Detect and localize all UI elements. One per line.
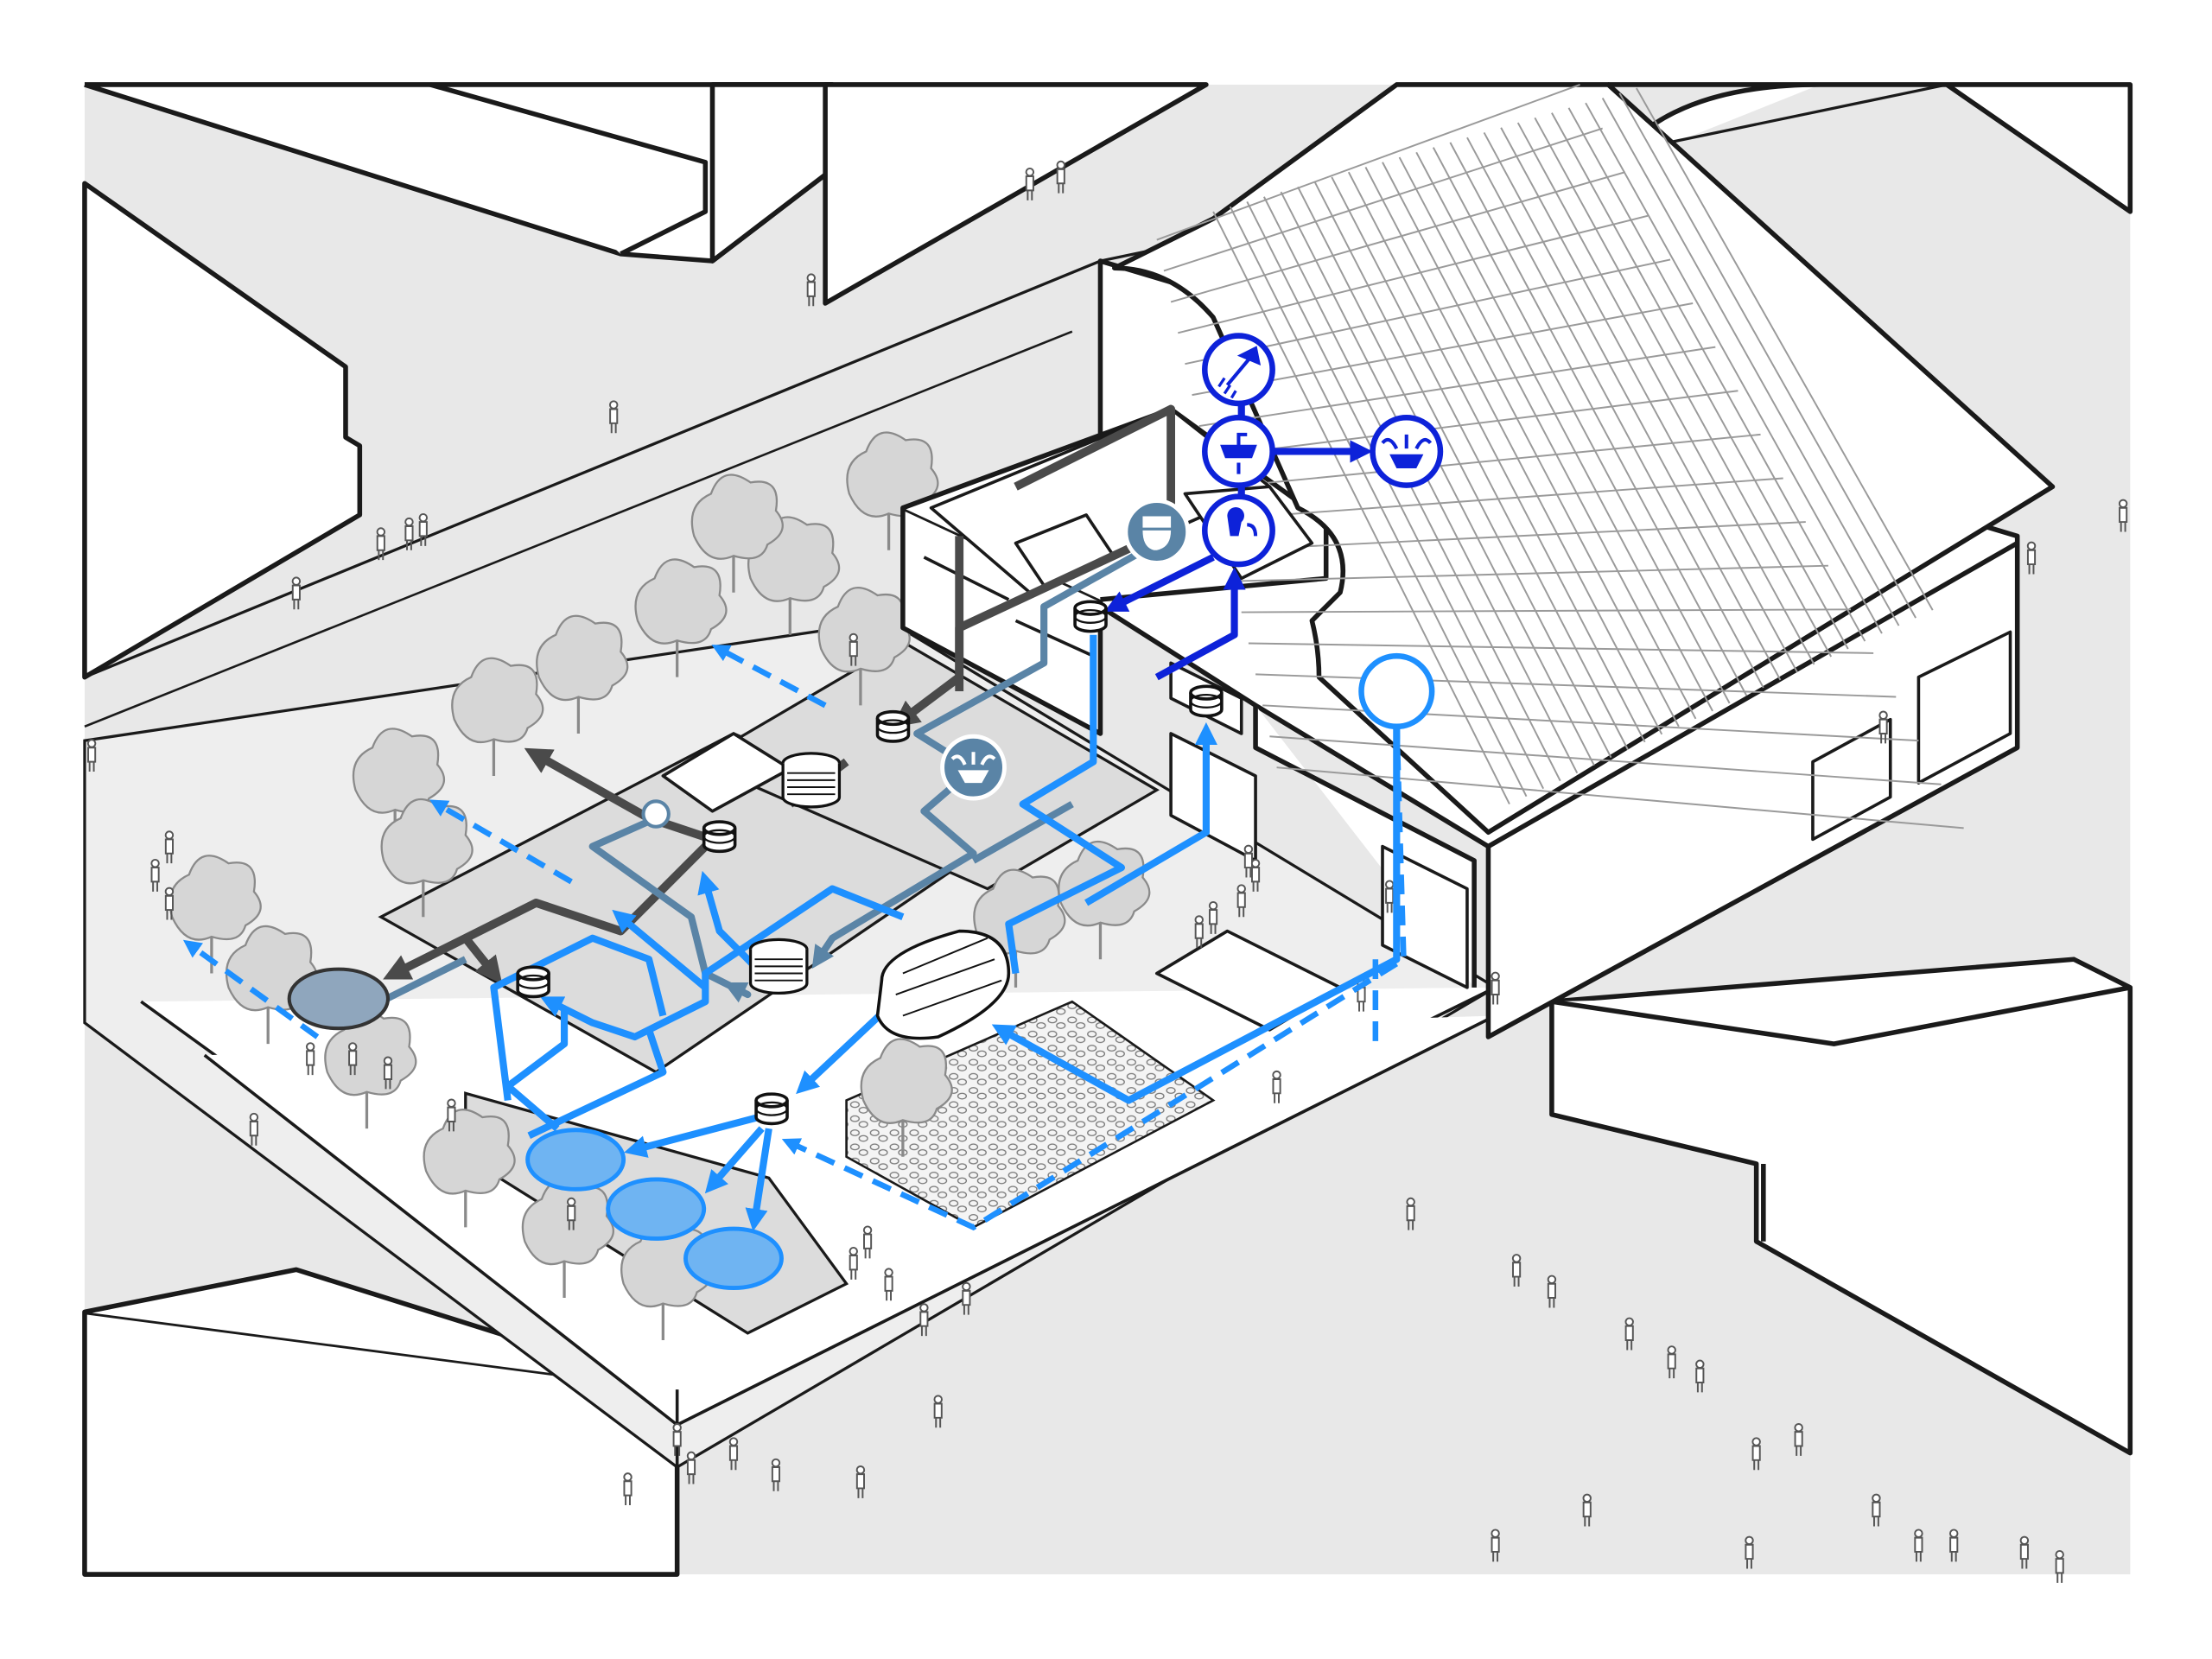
person-figure [1491,971,1500,1005]
person-figure [623,1472,632,1506]
person-figure [1949,1529,1959,1562]
tree [423,1109,516,1228]
person-figure [376,527,386,561]
person-figure [884,1268,893,1301]
person-figure [2026,541,2037,575]
person-figure [566,1197,576,1230]
tree [536,614,629,734]
person-figure [2019,1535,2030,1569]
person-figure [728,1437,739,1471]
person-figure [249,1112,259,1146]
tree [1058,841,1151,960]
person-figure [1878,710,1888,744]
person-figure [1695,1359,1705,1393]
person-figure [383,1056,393,1090]
person-figure [305,1042,315,1076]
sink-icon [1202,415,1275,488]
tree [168,855,262,974]
person-figure [1272,1070,1281,1103]
person-figure [1208,900,1218,934]
trees [168,431,1151,1341]
person-figure [1384,880,1395,913]
valve-tank-icon [516,965,550,999]
person-figure [1236,884,1246,918]
person-figure [771,1458,781,1491]
water-fountain-icon [940,734,1007,801]
person-figure [1406,1197,1415,1230]
tree [817,587,911,706]
pond-blue [606,1177,707,1241]
valve-tank-icon [1073,600,1108,633]
person-figure [1250,858,1261,892]
person-figure [164,887,175,920]
tree [634,558,728,677]
valve-tank-icon [702,820,737,854]
valve-tank-icon [1189,684,1224,718]
water-fountain-icon [1370,415,1444,488]
tree [860,1038,953,1157]
junction-node [641,799,671,829]
drinking-fountain-icon [1202,493,1275,568]
person-figure [1745,1535,1754,1569]
rain-water-flow [490,634,1401,1232]
person-figure [672,1423,682,1456]
tree [846,431,939,550]
cistern-icon [781,752,842,809]
person-figure [686,1451,696,1484]
person-figure [1582,1493,1592,1527]
person-figure [1794,1423,1803,1456]
tree [451,657,544,776]
shower-icon [1202,333,1275,407]
person-figure [1194,915,1204,949]
people [86,160,2128,1583]
person-figure [2055,1549,2064,1583]
person-figure [347,1042,358,1076]
person-figure [1872,1493,1881,1527]
person-figure [1491,1529,1500,1562]
underground-tank-icon [875,929,1011,1040]
person-figure [849,1246,858,1280]
person-figure [806,273,817,307]
person-figure [2118,499,2128,532]
roof-solar-array [1112,82,2056,836]
valve-tank-icon [875,709,911,743]
person-figure [447,1098,456,1132]
person-figure [1056,160,1065,194]
valve-tank-icon [754,1092,789,1126]
toilet-icon [1123,499,1191,565]
rain-water-overflow-dashed [182,645,1407,1231]
person-figure [855,1465,866,1498]
person-figure [933,1395,943,1428]
pond-blue [525,1128,626,1192]
person-figure [1025,167,1035,200]
person-figure [1511,1254,1522,1287]
cistern-icon [748,938,809,995]
context-buildings [82,82,2133,1577]
person-figure [418,512,429,546]
person-figure [1751,1437,1761,1471]
person-figure [862,1225,873,1259]
pond-grey [287,967,391,1031]
person-figure [86,739,97,772]
person-figure [1914,1529,1923,1562]
person-figure [1667,1345,1676,1379]
pond-blue [683,1226,784,1291]
person-figure [1624,1317,1634,1351]
person-figure [608,400,619,434]
treated-water-flow [378,540,1159,1005]
person-figure [150,858,160,892]
person-figure [291,576,302,610]
person-figure [1547,1274,1557,1308]
person-figure [164,830,175,864]
person-figure [849,632,858,666]
tree [380,798,474,918]
person-figure [404,517,414,550]
person-figure [962,1281,971,1315]
person-figure [919,1303,929,1337]
tree [521,1179,614,1299]
roof-collector-icon [1358,652,1435,730]
tree [690,474,784,593]
